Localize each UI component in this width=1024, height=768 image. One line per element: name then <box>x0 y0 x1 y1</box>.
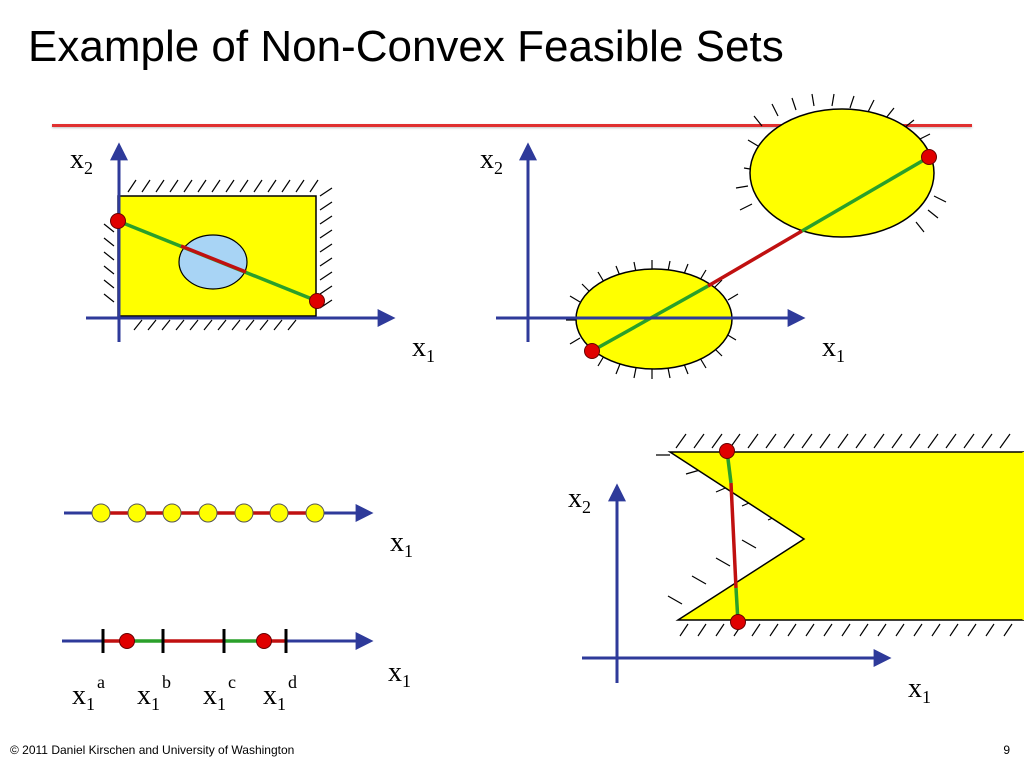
endpoint-dot <box>730 614 746 630</box>
endpoint-dot <box>584 343 600 359</box>
feasible-point <box>234 503 254 523</box>
x2-label: x2 <box>70 144 93 178</box>
feasible-point <box>198 503 218 523</box>
x2-label: x2 <box>480 144 503 178</box>
feasible-point <box>91 503 111 523</box>
interval-ticks <box>101 629 288 653</box>
x2-label: x2 <box>568 483 591 517</box>
hatch-marks <box>103 179 333 331</box>
panel-disjoint-intervals: x1 x1a x1b x1c x1d <box>62 629 411 714</box>
title-underline <box>52 124 972 127</box>
footer-copyright: © 2011 Daniel Kirschen and University of… <box>10 743 295 757</box>
segment-inside-upper <box>801 155 930 233</box>
feasible-point <box>305 503 325 523</box>
endpoint-dot <box>719 443 735 459</box>
feasible-point <box>127 503 147 523</box>
segment-outside <box>729 482 738 589</box>
feasible-region-upper <box>749 108 935 238</box>
endpoint-dot <box>921 149 937 165</box>
endpoint-dot <box>119 633 135 649</box>
x1-label: x1 <box>388 657 411 691</box>
page-number: 9 <box>1003 743 1010 757</box>
panel-discrete-points: x1 <box>64 503 413 561</box>
slide-title: Example of Non-Convex Feasible Sets <box>28 22 784 71</box>
panel-notched-region: x2 x1 <box>568 433 1024 707</box>
x1-label: x1 <box>412 332 435 366</box>
x1-label: x1 <box>908 673 931 707</box>
panel-rectangle-with-hole: x2 x1 <box>70 142 435 366</box>
infeasible-hole <box>178 234 248 290</box>
endpoint-dot <box>256 633 272 649</box>
segment-through-hole <box>180 244 247 274</box>
tick-label-a: x1a <box>72 672 105 714</box>
endpoint-dot <box>110 213 126 229</box>
x1-label: x1 <box>390 527 413 561</box>
feasible-point <box>162 503 182 523</box>
feasible-points <box>91 503 325 523</box>
feasible-notched-region <box>667 451 1024 621</box>
panel-two-ellipses: x2 x1 <box>480 93 947 379</box>
tick-label-d: x1d <box>263 672 297 714</box>
feasible-point <box>269 503 289 523</box>
x1-label: x1 <box>822 332 845 366</box>
segment-outside <box>707 229 803 288</box>
endpoint-dot <box>309 293 325 309</box>
tick-label-c: x1c <box>203 672 236 714</box>
tick-label-b: x1b <box>137 672 171 714</box>
